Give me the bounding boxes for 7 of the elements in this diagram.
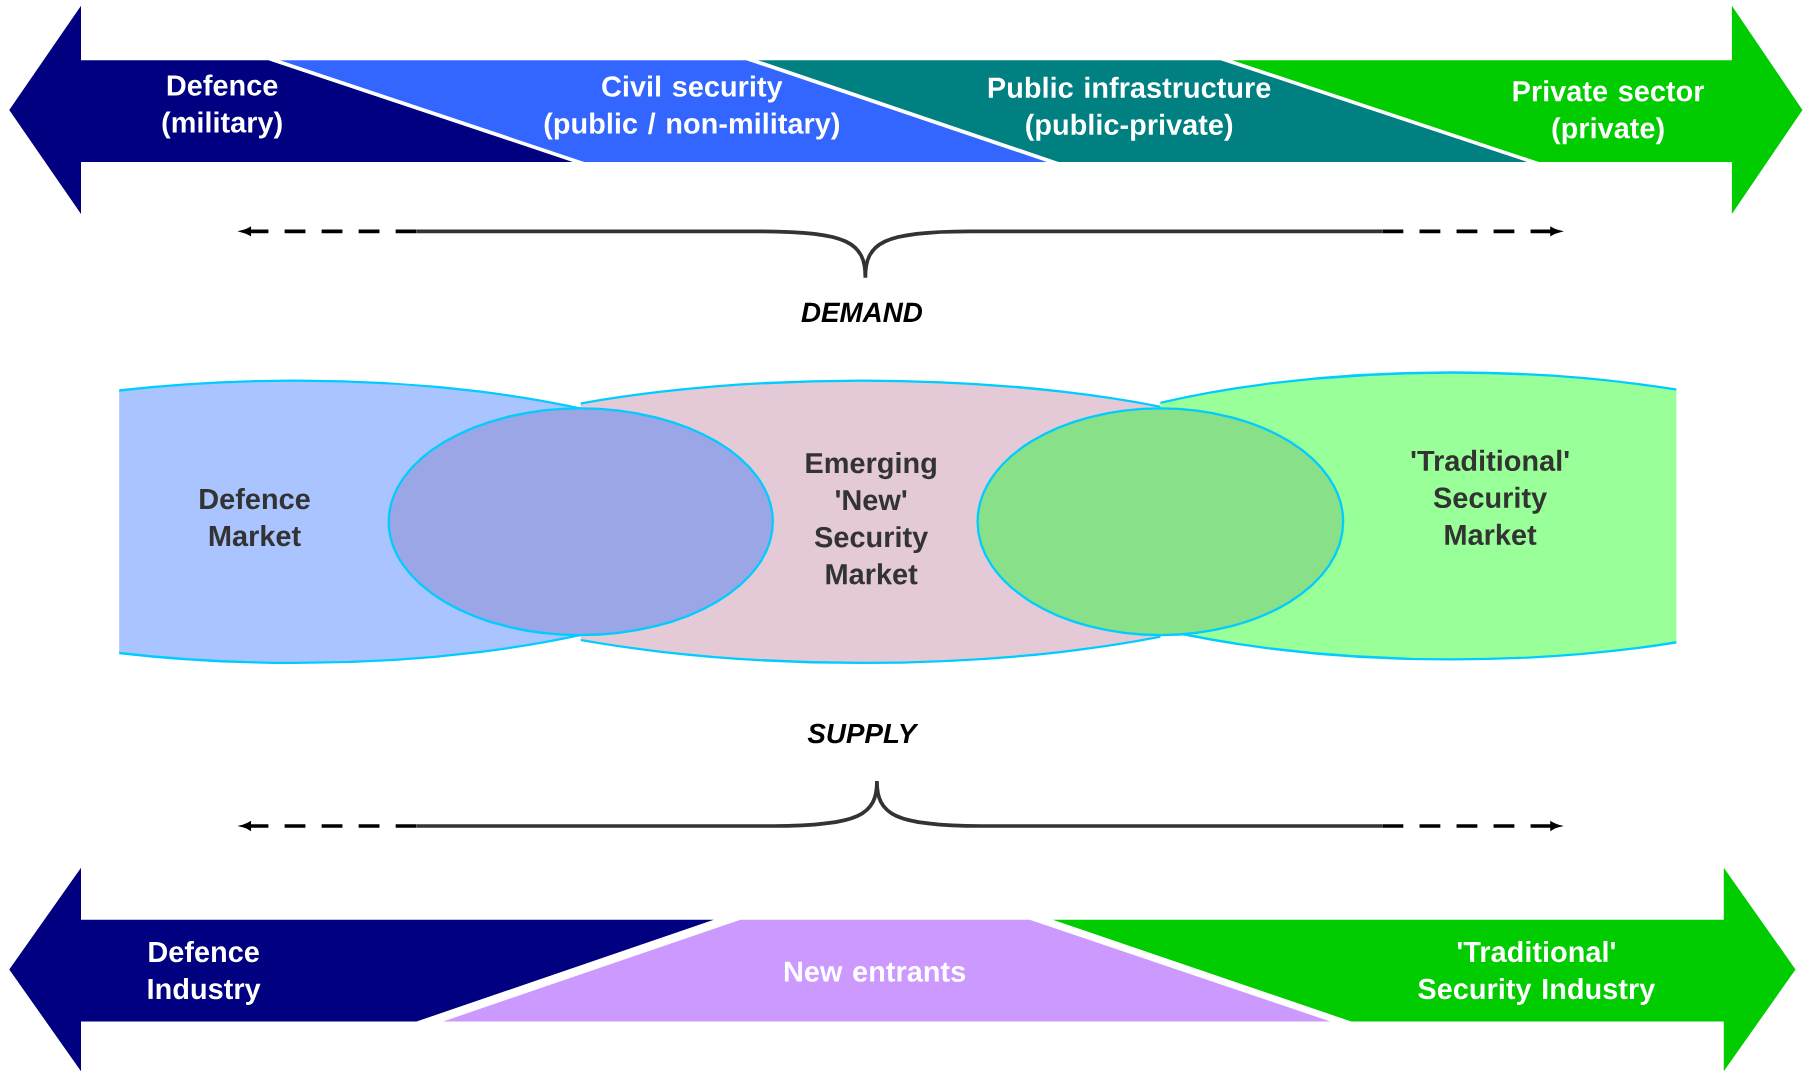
arrow-band-segment: New entrants — [443, 919, 1331, 1022]
arrow-band-segment: 'Traditional' Security Industry — [1052, 867, 1796, 1071]
overlap-ellipse — [387, 407, 774, 637]
overlap-ellipse — [976, 407, 1345, 637]
section-label: DEMAND — [801, 302, 922, 322]
arrow-band-segment: Defence Industry — [9, 867, 714, 1071]
section-label: SUPPLY — [807, 723, 919, 744]
